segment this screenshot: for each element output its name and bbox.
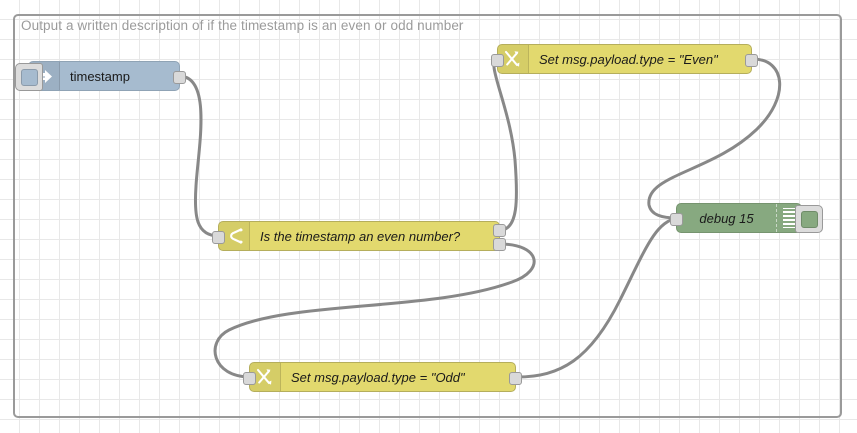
change-swap-icon [498,45,529,73]
node-inject-timestamp[interactable]: timestamp [15,61,186,91]
debug-line [782,219,796,221]
wire-inject-to-switch[interactable] [177,74,221,238]
inject-trigger-button[interactable] [15,63,43,91]
wire-switch-to-even[interactable] [492,57,518,232]
inject-output-port[interactable] [173,71,186,84]
debug-line [782,207,796,210]
change-even-input-port[interactable] [491,54,504,67]
switch-node-label: Is the timestamp an even number? [260,228,461,244]
node-debug-15[interactable]: debug 15 [670,203,823,233]
switch-output-port-0[interactable] [493,224,506,237]
change-even-label: Set msg.payload.type = "Even" [539,51,718,67]
debug-line [782,226,796,229]
debug-line [782,222,796,225]
change-odd-label: Set msg.payload.type = "Odd" [291,369,465,385]
debug-node-label: debug 15 [699,210,754,226]
debug-toggle-knob [800,210,818,228]
node-change-even[interactable]: Set msg.payload.type = "Even" [491,44,758,74]
debug-input-port[interactable] [670,213,683,226]
node-switch-even-check[interactable]: Is the timestamp an even number? [212,221,506,251]
switch-input-port[interactable] [212,231,225,244]
wire-odd-to-debug[interactable] [515,216,679,379]
debug-enable-toggle[interactable] [795,205,823,233]
node-change-odd[interactable]: Set msg.payload.type = "Odd" [243,362,522,392]
inject-node-label: timestamp [70,68,130,84]
wire-switch-to-odd[interactable] [213,242,536,379]
debug-line [782,215,796,217]
debug-lines-icon [776,204,801,232]
group-label: Output a written description of if the t… [21,18,464,33]
switch-output-port-1[interactable] [493,238,506,251]
wire-even-to-debug[interactable] [647,57,782,220]
change-odd-output-port[interactable] [509,372,522,385]
debug-line [782,211,796,214]
change-odd-input-port[interactable] [243,372,256,385]
inject-button-knob [20,68,38,86]
change-even-output-port[interactable] [745,54,758,67]
